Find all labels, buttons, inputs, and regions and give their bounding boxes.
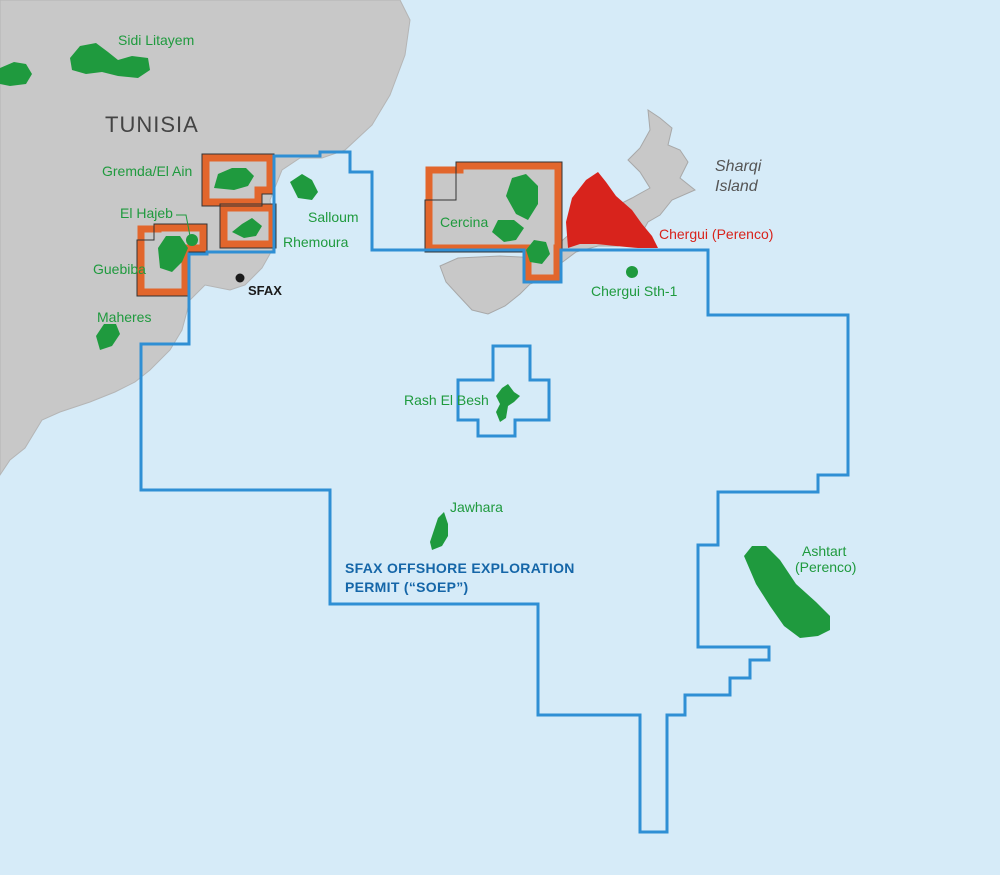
field-ashtart: [744, 546, 830, 638]
label-jawhara: Jawhara: [450, 499, 503, 515]
field-guebiba: [158, 236, 188, 272]
field-jawhara: [430, 512, 448, 550]
rash-el-besh-exclusion: [456, 344, 551, 438]
city-label-sfax: SFAX: [248, 283, 282, 298]
soep-permit-boundary: [139, 150, 850, 834]
label-chergui-sth: Chergui Sth-1: [591, 283, 678, 299]
sfax-dot: [235, 273, 245, 283]
label-ashtart-line2: (Perenco): [795, 559, 856, 575]
label-rhemoura: Rhemoura: [283, 234, 349, 250]
label-cercina: Cercina: [440, 214, 488, 230]
label-el-hajeb: El Hajeb: [120, 205, 173, 221]
concession-gremda-outline: [201, 153, 275, 207]
permit-label-line1: SFAX OFFSHORE EXPLORATION: [345, 560, 575, 576]
island-label-line1: Sharqi: [715, 158, 762, 175]
field-rash-el-besh: [496, 384, 520, 422]
field-sidi-litayem: [70, 43, 150, 78]
label-salloum: Salloum: [308, 209, 359, 225]
label-rash-el-besh: Rash El Besh: [404, 392, 489, 408]
country-label: TUNISIA: [105, 112, 199, 137]
field-rhemoura: [232, 218, 262, 238]
chergui-perenco-area: [566, 172, 658, 248]
field-cercina-2: [492, 220, 524, 242]
island-label-line2: Island: [715, 178, 759, 195]
field-salloum: [290, 174, 318, 200]
label-chergui-perenco: Chergui (Perenco): [659, 226, 773, 242]
field-gremda: [214, 168, 254, 190]
concession-rhemoura-outline: [219, 203, 277, 249]
label-sidi-litayem: Sidi Litayem: [118, 32, 194, 48]
field-el-hajeb: [186, 234, 198, 246]
field-west-edge: [0, 62, 32, 86]
field-maheres: [96, 324, 120, 350]
label-gremda: Gremda/El Ain: [102, 163, 192, 179]
label-maheres: Maheres: [97, 309, 151, 325]
label-guebiba: Guebiba: [93, 261, 146, 277]
permit-label-line2: PERMIT (“SOEP”): [345, 579, 469, 595]
fields: [0, 43, 830, 638]
field-cercina-1: [506, 174, 538, 220]
label-ashtart-line1: Ashtart: [802, 543, 846, 559]
field-cercina-3: [526, 240, 550, 264]
field-chergui-sth: [626, 266, 638, 278]
el-hajeb-leader: [176, 214, 191, 237]
